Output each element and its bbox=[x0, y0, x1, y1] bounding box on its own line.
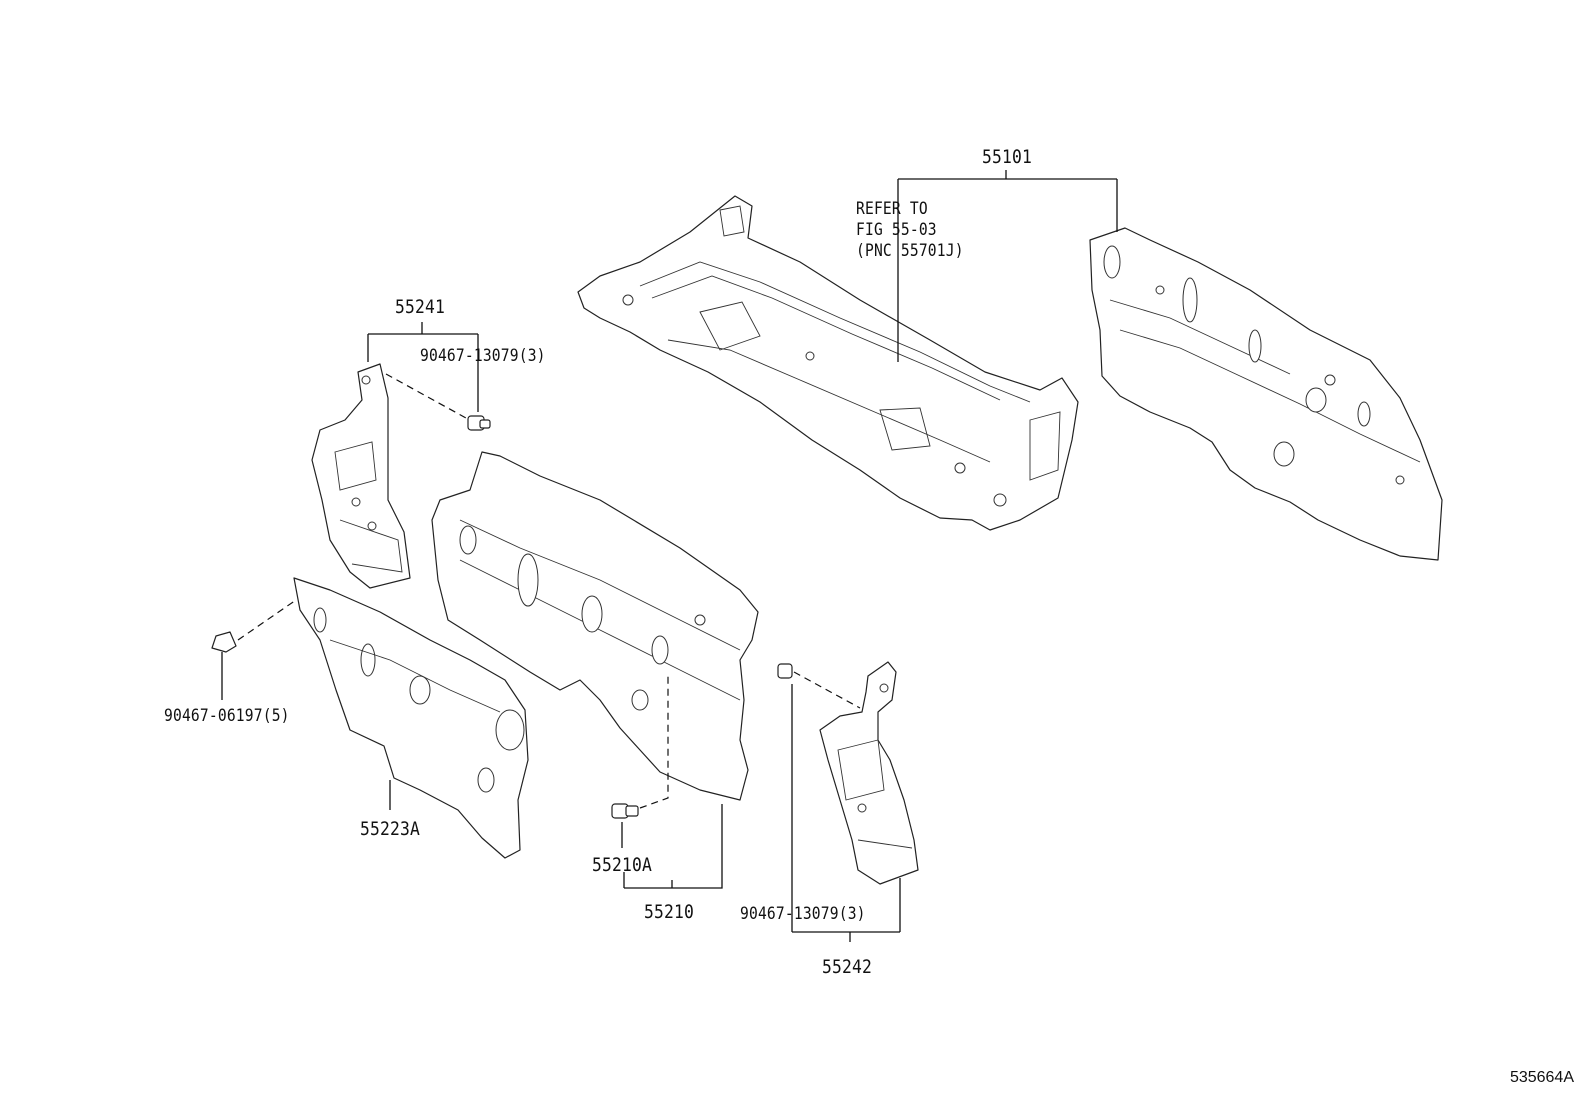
dashed-lines bbox=[237, 373, 861, 809]
label-refer-line1: REFER TO bbox=[856, 199, 928, 219]
clip-13079-lower bbox=[777, 663, 793, 679]
clip-13079-upper bbox=[467, 415, 491, 431]
label-refer-line3: (PNC 55701J) bbox=[856, 241, 964, 261]
label-55101: 55101 bbox=[982, 146, 1033, 168]
figure-id: 535664A bbox=[1509, 1069, 1574, 1086]
bracket-55242 bbox=[819, 661, 919, 885]
dash-panel-55101 bbox=[1089, 227, 1443, 561]
label-55242: 55242 bbox=[822, 956, 873, 978]
silencer-55223A bbox=[293, 577, 529, 859]
label-55241: 55241 bbox=[395, 296, 446, 318]
label-clip-left: 90467-06197(5) bbox=[164, 706, 290, 726]
clip-55210A bbox=[611, 803, 639, 819]
silencer-55210 bbox=[431, 451, 759, 801]
label-clip-bottom: 90467-13079(3) bbox=[740, 904, 866, 924]
label-55223A: 55223A bbox=[360, 818, 421, 840]
cowl-top-panel bbox=[577, 195, 1079, 531]
label-clip-top: 90467-13079(3) bbox=[420, 346, 546, 366]
label-55210A: 55210A bbox=[592, 854, 653, 876]
label-refer-line2: FIG 55-03 bbox=[856, 220, 937, 240]
bracket-55241 bbox=[311, 363, 411, 589]
label-55210: 55210 bbox=[644, 901, 695, 923]
clip-06197 bbox=[211, 631, 237, 653]
leader-lines bbox=[221, 170, 1118, 942]
